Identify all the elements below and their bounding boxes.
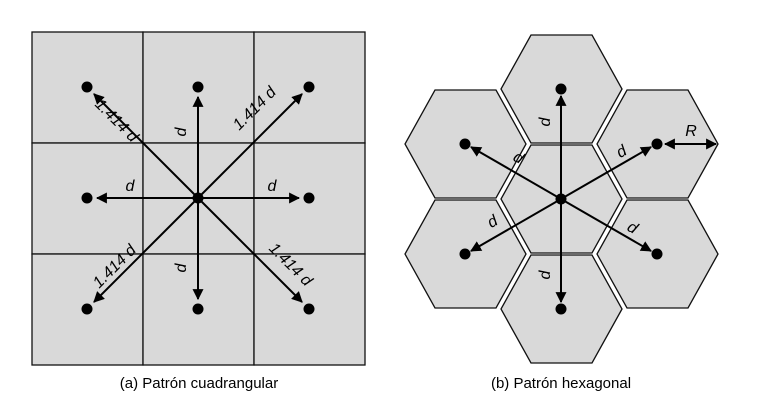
arrow-diag-bottom-right <box>197 197 303 303</box>
node-dot <box>192 81 204 93</box>
node-dot <box>459 138 471 150</box>
radius-label: R <box>685 123 697 140</box>
center-node-dot <box>555 193 567 205</box>
node-dot <box>651 248 663 260</box>
node-dot <box>303 303 315 315</box>
arrow-diag-bottom-left <box>93 197 199 303</box>
hex-dots <box>459 83 663 315</box>
side-label-left: d <box>126 178 136 195</box>
caption-hexagonal: (b) Patrón hexagonal <box>491 375 631 392</box>
node-dot <box>651 138 663 150</box>
node-dot <box>81 303 93 315</box>
side-label-up: d <box>173 126 190 136</box>
hex-arrow-lower-left <box>470 198 562 252</box>
square-pattern: 1.414 d 1.414 d 1.414 d 1.414 d d d d d … <box>31 31 366 392</box>
hex-label-up: d <box>537 116 554 126</box>
node-dot <box>81 192 93 204</box>
hex-arrow-upper-right <box>560 146 652 200</box>
hex-label-down: d <box>537 269 554 279</box>
node-dot <box>192 303 204 315</box>
arrow-diag-top-right <box>197 93 303 199</box>
arrow-diag-top-left <box>93 93 199 199</box>
square-arrows <box>93 93 303 303</box>
square-dots <box>81 81 315 315</box>
hex-arrows <box>470 94 718 304</box>
node-dot <box>459 248 471 260</box>
node-dot <box>303 81 315 93</box>
hex-arrow-upper-left <box>470 146 562 200</box>
side-label-right: d <box>268 178 278 195</box>
center-node-dot <box>192 192 204 204</box>
hex-pattern: d d d d d d R (b) Patrón hexagonal <box>404 34 719 392</box>
node-dot <box>303 192 315 204</box>
hex-arrow-lower-right <box>560 198 652 252</box>
node-dot <box>555 83 567 95</box>
node-dot <box>555 303 567 315</box>
node-dot <box>81 81 93 93</box>
side-label-down: d <box>173 262 190 272</box>
caption-square: (a) Patrón cuadrangular <box>120 375 278 392</box>
